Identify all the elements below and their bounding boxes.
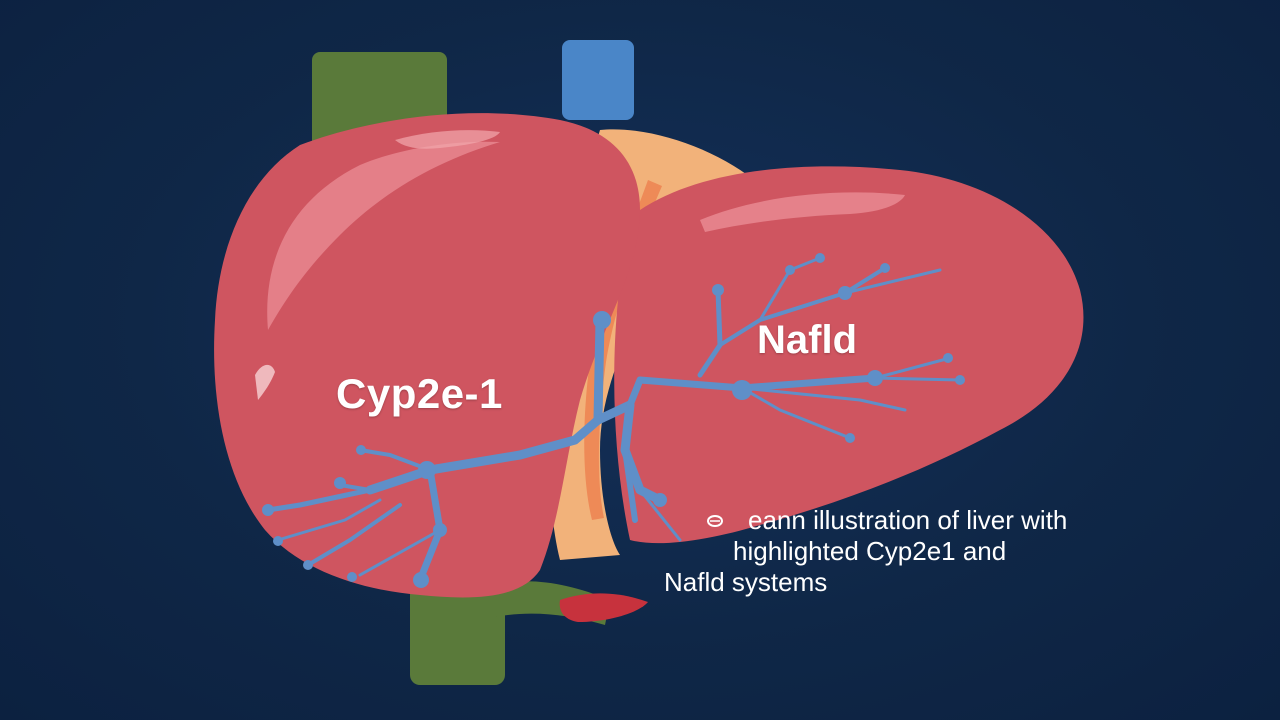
left-lobe-highlight: [267, 141, 500, 330]
nafld-label: Nafld: [757, 318, 857, 362]
caption-glyph-icon: [707, 515, 723, 527]
caption-line-3: Nafld systems: [664, 567, 828, 597]
left-lobe-shine: [395, 130, 500, 149]
caption-line-2: highlighted Cyp2e1 and: [733, 536, 1007, 566]
vessel-nodes: [262, 253, 965, 588]
right-lobe-highlight: [700, 192, 905, 232]
cyp2e1-label: Cyp2e-1: [336, 370, 503, 417]
gallbladder-shape: [559, 593, 648, 622]
blue-vessel-top: [562, 40, 634, 120]
vessel-network: [265, 256, 962, 584]
caption-line-1: eann illustration of liver with: [748, 505, 1068, 535]
left-lobe-notch: [255, 364, 275, 400]
liver-right-lobe: [614, 166, 1084, 544]
